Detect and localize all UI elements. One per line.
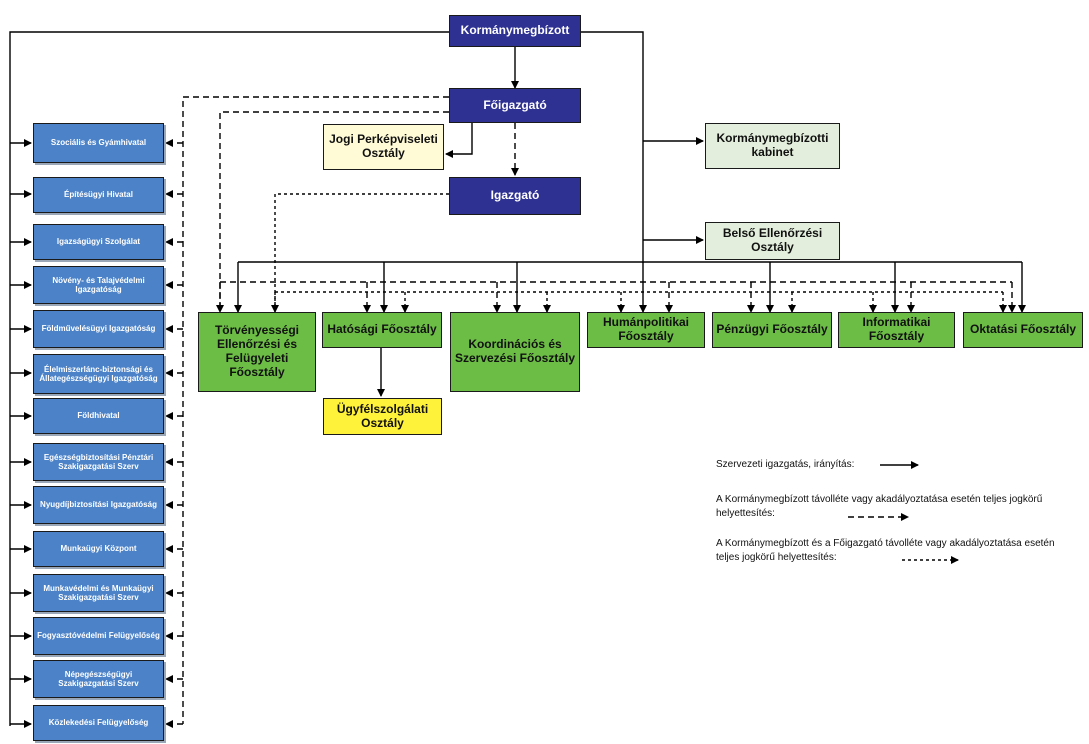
office-box: Növény- és Talajvédelmi Igazgatóság <box>33 266 164 304</box>
office-box: Fogyasztóvédelmi Felügyelőség <box>33 617 164 655</box>
main-department-box: Informatikai Főosztály <box>838 312 955 348</box>
office-box: Építésügyi Hivatal <box>33 177 164 213</box>
customer-service-box: Ügyfélszolgálati Osztály <box>323 398 442 435</box>
office-box: Nyugdíjbiztosítási Igazgatóság <box>33 486 164 524</box>
office-box: Földművelésügyi Igazgatóság <box>33 310 164 348</box>
legend-dashed-label: A Kormánymegbízott távolléte vagy akadál… <box>716 494 1043 519</box>
director-box: Igazgató <box>449 177 581 215</box>
main-department-box: Oktatási Főosztály <box>963 312 1083 348</box>
office-box: Szociális és Gyámhivatal <box>33 123 164 163</box>
main-department-box: Koordinációs és Szervezési Főosztály <box>450 312 580 392</box>
legal-department-box: Jogi Perképviseleti Osztály <box>323 124 444 170</box>
office-box: Egészségbiztosítási Pénztári Szakigazgat… <box>33 443 164 481</box>
office-box: Közlekedési Felügyelőség <box>33 705 164 741</box>
internal-audit-box: Belső Ellenőrzési Osztály <box>705 222 840 260</box>
legend-solid-label: Szervezeti igazgatás, irányítás: <box>716 459 855 470</box>
office-box: Munkaügyi Központ <box>33 531 164 567</box>
director-general-box: Főigazgató <box>449 88 581 123</box>
legend-dotted-label: A Kormánymegbízott és a Főigazgató távol… <box>716 538 1055 563</box>
main-department-box: Hatósági Főosztály <box>322 312 442 348</box>
main-department-box: Törvényességi Ellenőrzési és Felügyeleti… <box>198 312 316 392</box>
office-box: Igazságügyi Szolgálat <box>33 224 164 260</box>
main-department-box: Pénzügyi Főosztály <box>712 312 832 348</box>
office-box: Munkavédelmi és Munkaügyi Szakigazgatási… <box>33 574 164 612</box>
cabinet-box: Kormánymegbízotti kabinet <box>705 123 840 169</box>
government-commissioner-box: Kormánymegbízott <box>449 15 581 47</box>
office-box: Földhivatal <box>33 398 164 434</box>
main-department-box: Humánpolitikai Főosztály <box>587 312 705 348</box>
office-box: Népegészségügyi Szakigazgatási Szerv <box>33 660 164 698</box>
office-box: Élelmiszerlánc-biztonsági és Állategészs… <box>33 354 164 394</box>
